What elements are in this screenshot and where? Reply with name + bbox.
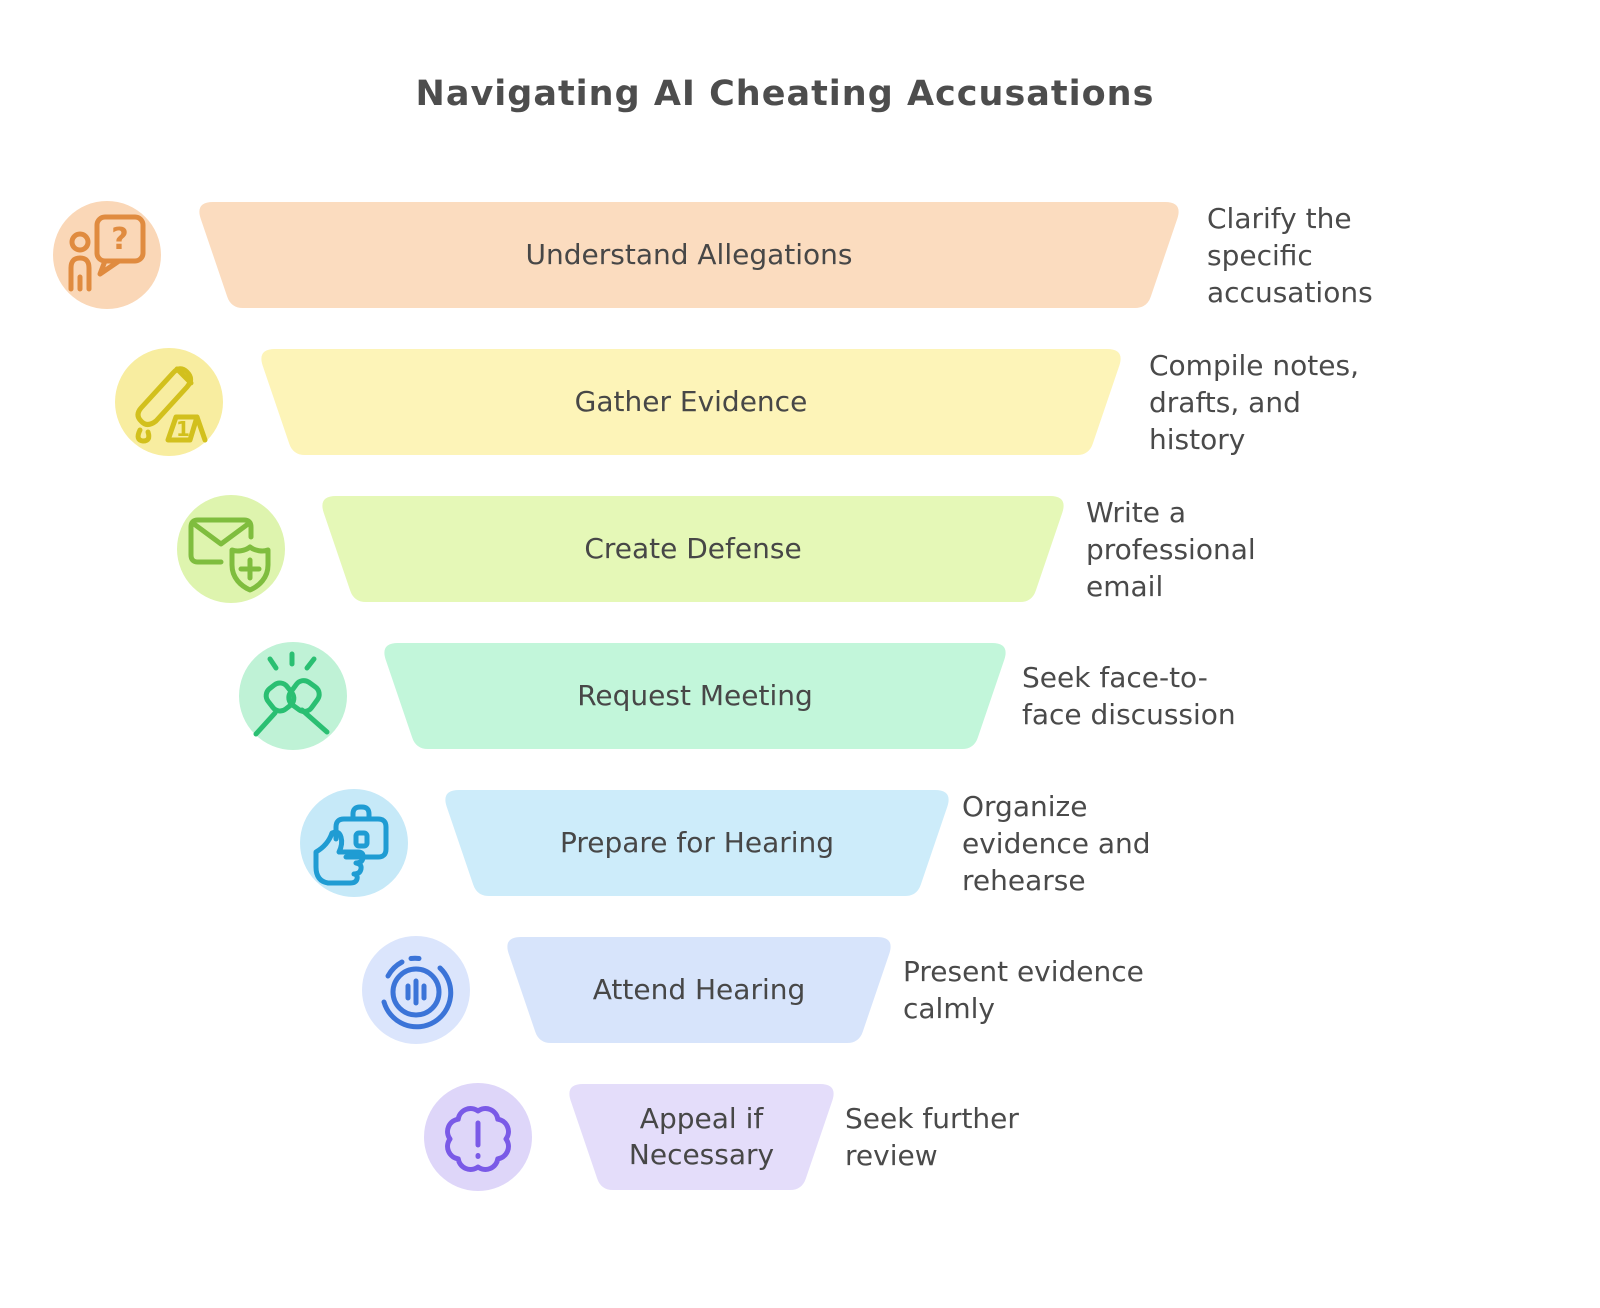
step-label: Gather Evidence [574,385,808,418]
funnel-bar-shape [199,202,1179,308]
step-label: Appeal if Necessary [628,1102,775,1171]
funnel-bar: Gather Evidence [257,349,1125,455]
person-question-icon: ? [53,201,161,309]
voice-circle-icon [362,936,470,1044]
diagram-title: Navigating AI Cheating Accusations [415,74,1155,114]
funnel-bar: Attend Hearing [503,937,895,1043]
step-description: Present evidence calmly [903,955,1144,1025]
step-description: Organize evidence and rehearse [962,789,1151,897]
briefcase-thumbs-up-glyph [313,804,389,886]
evidence-knife-glyph: 1 [135,366,208,444]
funnel-bar: Appeal if Necessary [565,1084,838,1190]
step-description: Seek face-to- face discussion [1022,661,1236,731]
alert-badge-icon [424,1083,532,1191]
funnel-bar-shape [507,937,891,1043]
mail-shield-glyph [188,517,271,593]
funnel-bar-shape [322,496,1064,602]
funnel-bar: Request Meeting [380,643,1010,749]
evidence-knife-icon: 1 [115,348,223,456]
step-description: Write a professional email [1086,495,1256,603]
funnel-bar-shape [384,643,1006,749]
funnel-bar: Understand Allegations [195,202,1183,308]
question-mark: ? [111,222,128,257]
fist-bump-glyph [253,651,330,737]
funnel-bar: Create Defense [318,496,1068,602]
briefcase-thumbs-up-icon [300,789,408,897]
step-description: Seek further review [845,1102,1019,1172]
mail-shield-icon [177,495,285,603]
step-description: Clarify the specific accusations [1207,201,1373,309]
voice-circle-glyph [381,955,454,1030]
funnel-bar-shape [261,349,1121,455]
funnel-bar-shape [569,1084,834,1190]
alert-badge-glyph [445,1106,511,1172]
evidence-marker-number: 1 [176,417,190,441]
step-description: Compile notes, drafts, and history [1149,348,1359,456]
step-label: Request Meeting [577,679,813,712]
person-question-glyph: ? [68,214,146,292]
step-label: Understand Allegations [525,238,853,271]
fist-bump-icon [239,642,347,750]
step-label: Attend Hearing [592,973,806,1006]
step-label: Prepare for Hearing [559,826,835,859]
funnel-bar-shape [445,790,949,896]
step-label: Create Defense [584,532,802,565]
funnel-bar: Prepare for Hearing [441,790,953,896]
